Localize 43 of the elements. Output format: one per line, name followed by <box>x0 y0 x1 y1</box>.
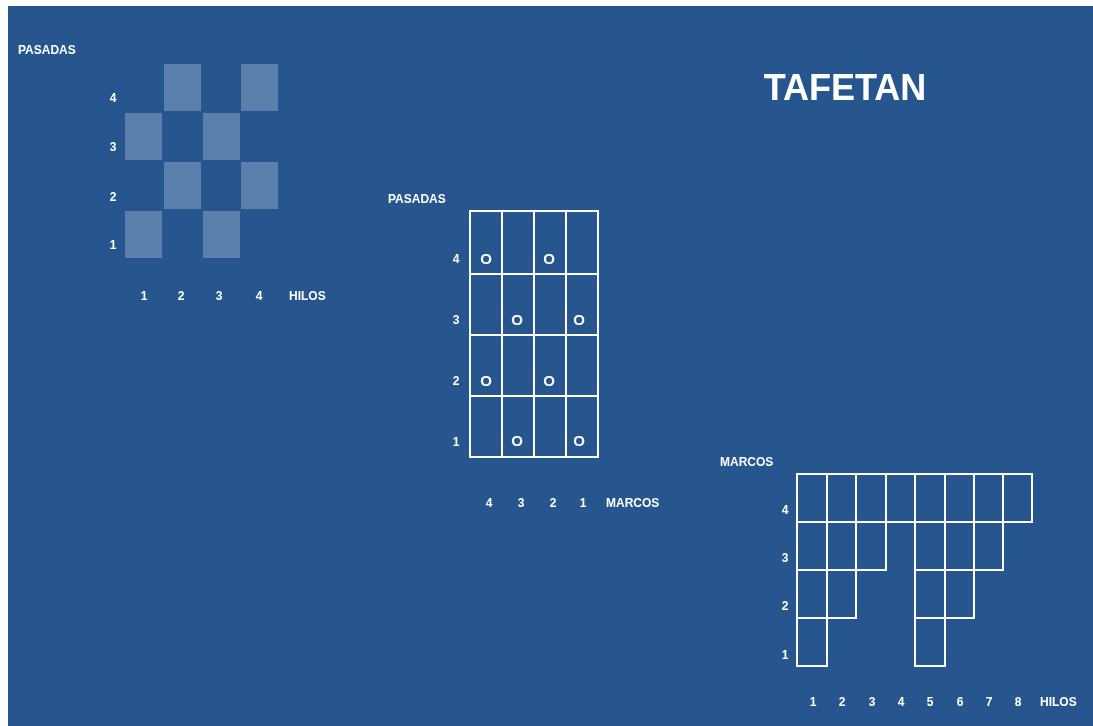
weave-mark: O <box>573 311 585 327</box>
axis-title: MARCOS <box>720 456 774 468</box>
row-number: 2 <box>452 375 460 387</box>
column-number: 6 <box>956 696 964 708</box>
row-number: 4 <box>781 504 789 516</box>
axis-title: MARCOS <box>606 497 660 509</box>
column-number: 8 <box>1014 696 1022 708</box>
column-number: 2 <box>549 497 557 509</box>
column-number: 4 <box>485 497 493 509</box>
weave-mark: O <box>543 250 555 266</box>
row-number: 4 <box>109 92 117 104</box>
slide-title: TAFETAN <box>763 70 927 106</box>
row-number: 1 <box>109 239 117 251</box>
axis-title: HILOS <box>1040 696 1077 708</box>
row-number: 4 <box>452 253 460 265</box>
column-number: 4 <box>897 696 905 708</box>
column-number: 5 <box>926 696 934 708</box>
weave-mark: O <box>511 311 523 327</box>
column-number: 1 <box>140 290 148 302</box>
column-number: 2 <box>177 290 185 302</box>
column-number: 2 <box>838 696 846 708</box>
row-number: 3 <box>781 552 789 564</box>
weave-mark: O <box>573 432 585 448</box>
column-number: 7 <box>985 696 993 708</box>
column-number: 4 <box>255 290 263 302</box>
row-number: 2 <box>109 191 117 203</box>
weave-mark: O <box>480 372 492 388</box>
weave-mark: O <box>480 250 492 266</box>
column-number: 3 <box>215 290 223 302</box>
column-number: 1 <box>579 497 587 509</box>
weave-mark: O <box>543 372 555 388</box>
column-number: 1 <box>809 696 817 708</box>
axis-title: PASADAS <box>18 44 76 56</box>
axis-title: HILOS <box>289 290 326 302</box>
column-number: 3 <box>517 497 525 509</box>
row-number: 2 <box>781 600 789 612</box>
row-number: 3 <box>109 141 117 153</box>
row-number: 3 <box>452 314 460 326</box>
row-number: 1 <box>781 649 789 661</box>
weave-mark: O <box>511 432 523 448</box>
axis-title: PASADAS <box>388 193 446 205</box>
row-number: 1 <box>452 436 460 448</box>
column-number: 3 <box>868 696 876 708</box>
